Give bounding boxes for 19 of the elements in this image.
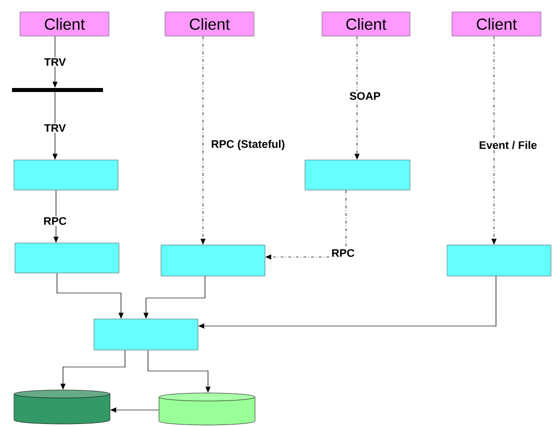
edge-label: TRV	[43, 57, 67, 67]
edge-label: RPC	[330, 248, 356, 258]
database-cylinder	[158, 392, 256, 426]
database-cylinder	[14, 390, 110, 424]
client-box: Client	[164, 12, 254, 36]
process-box	[14, 242, 120, 274]
client-box: Client	[322, 12, 410, 36]
process-box	[14, 160, 118, 190]
edge-label: RPC (Stateful)	[210, 138, 286, 152]
process-box	[94, 318, 198, 350]
process-box	[446, 244, 552, 276]
process-box	[304, 160, 410, 190]
edge-label: RPC	[42, 216, 68, 226]
client-box: Client	[20, 12, 110, 36]
edge-label: SOAP	[348, 91, 382, 101]
client-box: Client	[452, 12, 542, 36]
process-box	[160, 244, 266, 276]
edge-label: Event / File	[478, 140, 538, 150]
edge-label: TRV	[43, 123, 67, 133]
